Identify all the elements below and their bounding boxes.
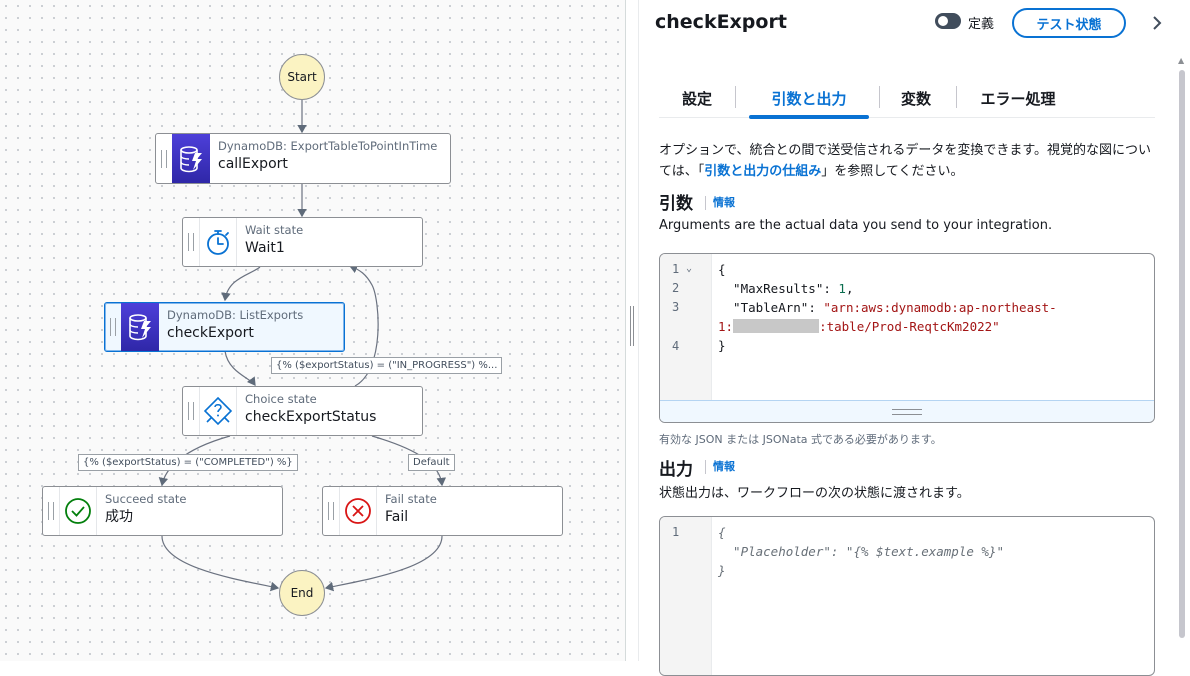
line-gutter xyxy=(660,254,712,422)
end-label: End xyxy=(290,586,314,600)
state-wait1[interactable]: Wait state Wait1 xyxy=(182,217,423,267)
state-name: Fail xyxy=(385,509,409,525)
panel-tabs: 設定 引数と出力 変数 エラー処理 xyxy=(659,78,1155,119)
line-number: 1 xyxy=(672,525,680,539)
panel-resize-divider[interactable] xyxy=(625,0,639,661)
resize-handle-icon xyxy=(630,306,634,346)
edge-fail-end xyxy=(324,535,443,592)
drag-handle[interactable] xyxy=(43,487,59,535)
stopwatch-icon xyxy=(199,218,237,266)
dynamodb-icon xyxy=(172,134,210,183)
state-name: checkExportStatus xyxy=(245,409,377,425)
tab-separator xyxy=(879,86,880,108)
validation-hint: 有効な JSON または JSONata 式である必要があります。 xyxy=(659,433,942,446)
line-number: 3 xyxy=(672,300,680,314)
output-info-link[interactable]: 情報 xyxy=(705,460,735,474)
state-type: DynamoDB: ExportTableToPointInTime xyxy=(218,139,438,153)
drag-handle[interactable] xyxy=(183,387,199,435)
tab-variables[interactable]: 変数 xyxy=(900,89,931,108)
drag-handle[interactable] xyxy=(105,303,121,351)
edge-label-completed[interactable]: {% ($exportStatus) = ("COMPLETED") %} xyxy=(78,454,298,471)
chevron-right-icon[interactable] xyxy=(1147,12,1167,34)
line-number: 4 xyxy=(672,339,680,353)
edge-checkexport-choice xyxy=(224,350,256,386)
output-placeholder-code: { "Placeholder": "{% $text.example %}" } xyxy=(718,525,1004,578)
edge-success-end xyxy=(161,535,280,592)
definition-toggle[interactable] xyxy=(935,13,961,29)
state-name: Wait1 xyxy=(245,240,285,256)
fold-chevron-icon[interactable]: ⌄ xyxy=(686,263,693,274)
state-type: DynamoDB: ListExports xyxy=(167,308,304,322)
code-lines: { "MaxResults": 1, "TableArn": "arn:aws:… xyxy=(718,262,1057,353)
definition-toggle-label: 定義 xyxy=(968,17,995,32)
dynamodb-icon xyxy=(121,303,159,351)
check-circle-icon xyxy=(59,487,97,535)
arguments-heading: 引数 xyxy=(659,194,693,214)
state-name: checkExport xyxy=(167,325,254,341)
redacted-account-id xyxy=(733,319,820,333)
editor-resize-handle[interactable] xyxy=(660,400,1154,422)
state-checkexport[interactable]: DynamoDB: ListExports checkExport xyxy=(104,302,345,352)
edge-label-default[interactable]: Default xyxy=(408,454,455,471)
description-text: 」を参照してください。 xyxy=(821,164,964,179)
arguments-editor[interactable]: 1 ⌄ 2 3 4 { "MaxResults": 1, "TableArn":… xyxy=(659,253,1155,423)
tab-settings[interactable]: 設定 xyxy=(681,89,712,108)
edge-label-in-progress[interactable]: {% ($exportStatus) = ("IN_PROGRESS") %..… xyxy=(271,357,503,374)
test-state-button[interactable]: テスト状態 xyxy=(1012,8,1126,38)
tab-separator xyxy=(956,86,957,108)
output-heading: 出力 xyxy=(659,460,693,480)
choice-icon xyxy=(199,387,237,435)
start-label: Start xyxy=(287,70,317,84)
state-checkexportstatus[interactable]: Choice state checkExportStatus xyxy=(182,386,423,436)
line-gutter xyxy=(660,517,712,675)
state-name: 成功 xyxy=(105,509,133,525)
scrollbar-thumb[interactable] xyxy=(1179,70,1185,638)
end-node[interactable]: End xyxy=(279,570,325,616)
state-inspector-panel: checkExport 定義 テスト状態 設定 引数と出力 変数 エラー処理 オ… xyxy=(639,0,1190,676)
state-type: Choice state xyxy=(245,392,317,406)
state-type: Fail state xyxy=(385,492,437,506)
tab-arguments-output[interactable]: 引数と出力 xyxy=(749,78,869,119)
state-name: callExport xyxy=(218,156,288,172)
edge-wait1-checkexport xyxy=(221,266,261,302)
description: オプションで、統合との間で送受信されるデータを変換できます。視覚的な図については… xyxy=(659,140,1159,182)
how-it-works-link[interactable]: 引数と出力の仕組み xyxy=(704,164,822,179)
workflow-canvas[interactable]: Start DynamoDB: ExportTableToPointInTime… xyxy=(0,0,625,661)
state-callexport[interactable]: DynamoDB: ExportTableToPointInTime callE… xyxy=(155,133,451,184)
panel-title: checkExport xyxy=(655,11,787,33)
state-type: Succeed state xyxy=(105,492,187,506)
output-editor[interactable]: 1 { "Placeholder": "{% $text.example %}"… xyxy=(659,516,1155,676)
description-text: オプションで、統合との間で送受信されるデータを変換できます。視覚的な図については… xyxy=(659,143,1152,179)
drag-handle[interactable] xyxy=(156,134,172,183)
output-note: 状態出力は、ワークフローの次の状態に渡されます。 xyxy=(659,486,970,501)
state-success[interactable]: Succeed state 成功 xyxy=(42,486,283,536)
drag-handle[interactable] xyxy=(183,218,199,266)
panel-scrollbar[interactable]: ▲ xyxy=(1177,56,1187,661)
state-fail[interactable]: Fail state Fail xyxy=(322,486,563,536)
tab-separator xyxy=(735,86,736,108)
line-number: 1 xyxy=(672,262,680,276)
scroll-up-icon[interactable]: ▲ xyxy=(1178,56,1185,65)
drag-handle[interactable] xyxy=(323,487,339,535)
arguments-info-link[interactable]: 情報 xyxy=(705,196,735,210)
x-circle-icon xyxy=(339,487,377,535)
arguments-note: Arguments are the actual data you send t… xyxy=(659,218,1053,233)
start-node[interactable]: Start xyxy=(279,54,325,100)
state-type: Wait state xyxy=(245,223,304,237)
tab-error-handling[interactable]: エラー処理 xyxy=(980,89,1056,108)
line-number: 2 xyxy=(672,281,680,295)
